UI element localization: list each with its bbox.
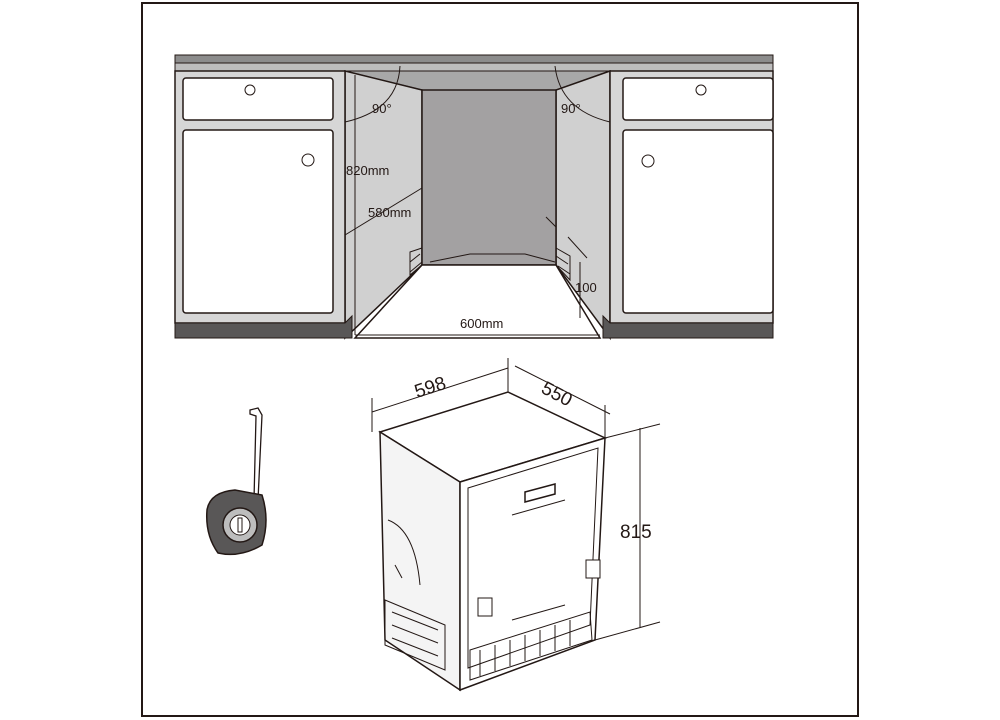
hinge-bracket-left [477, 597, 493, 617]
tape-measure-icon [205, 407, 267, 556]
kitchen-niche-illustration: 90° 90° 820mm 580mm 100 600mm [174, 54, 774, 341]
dishwasher-handle [524, 483, 556, 503]
width-dimension-line [371, 358, 509, 432]
left-cabinet-door [182, 129, 334, 314]
dishwasher-door [467, 447, 599, 669]
niche-floor [353, 264, 602, 339]
depth-dimension-line [514, 365, 611, 438]
depth-label: 580mm [368, 205, 411, 220]
countertop-edge [174, 62, 774, 72]
left-door-knob [301, 153, 315, 167]
left-plinth [174, 314, 353, 339]
back-width-line [429, 253, 556, 263]
plinth-dimension-line [545, 216, 588, 318]
right-cabinet-door [622, 129, 774, 314]
height-label: 820mm [346, 163, 389, 178]
door-slots [511, 499, 566, 621]
niche-back-wall [421, 89, 557, 266]
dishwasher-side-detail [387, 519, 421, 586]
dishwasher-illustration: 598 550 815 [371, 358, 661, 692]
plinth-height-label: 100 [575, 280, 597, 295]
right-angle-label: 90° [561, 101, 581, 116]
right-angle-arc [554, 65, 611, 123]
left-angle-arc [344, 65, 401, 123]
dishwasher-base-grille [469, 611, 593, 681]
left-plinth-hatch [409, 247, 423, 277]
depth-dimension-line [344, 187, 423, 236]
left-angle-label: 90° [372, 101, 392, 116]
countertop [174, 54, 774, 64]
right-drawer-knob [695, 84, 707, 96]
hinge-bracket-right [585, 559, 601, 579]
right-plinth [602, 314, 774, 339]
right-plinth-hatch [555, 247, 571, 282]
dishwasher-height-label: 815 [620, 522, 652, 543]
left-drawer [182, 77, 334, 121]
height-dimension-line [594, 423, 661, 641]
right-drawer [622, 77, 774, 121]
right-door-knob [641, 154, 655, 168]
left-drawer-knob [244, 84, 256, 96]
dishwasher-side-frame [384, 599, 446, 671]
width-label: 600mm [460, 316, 503, 331]
